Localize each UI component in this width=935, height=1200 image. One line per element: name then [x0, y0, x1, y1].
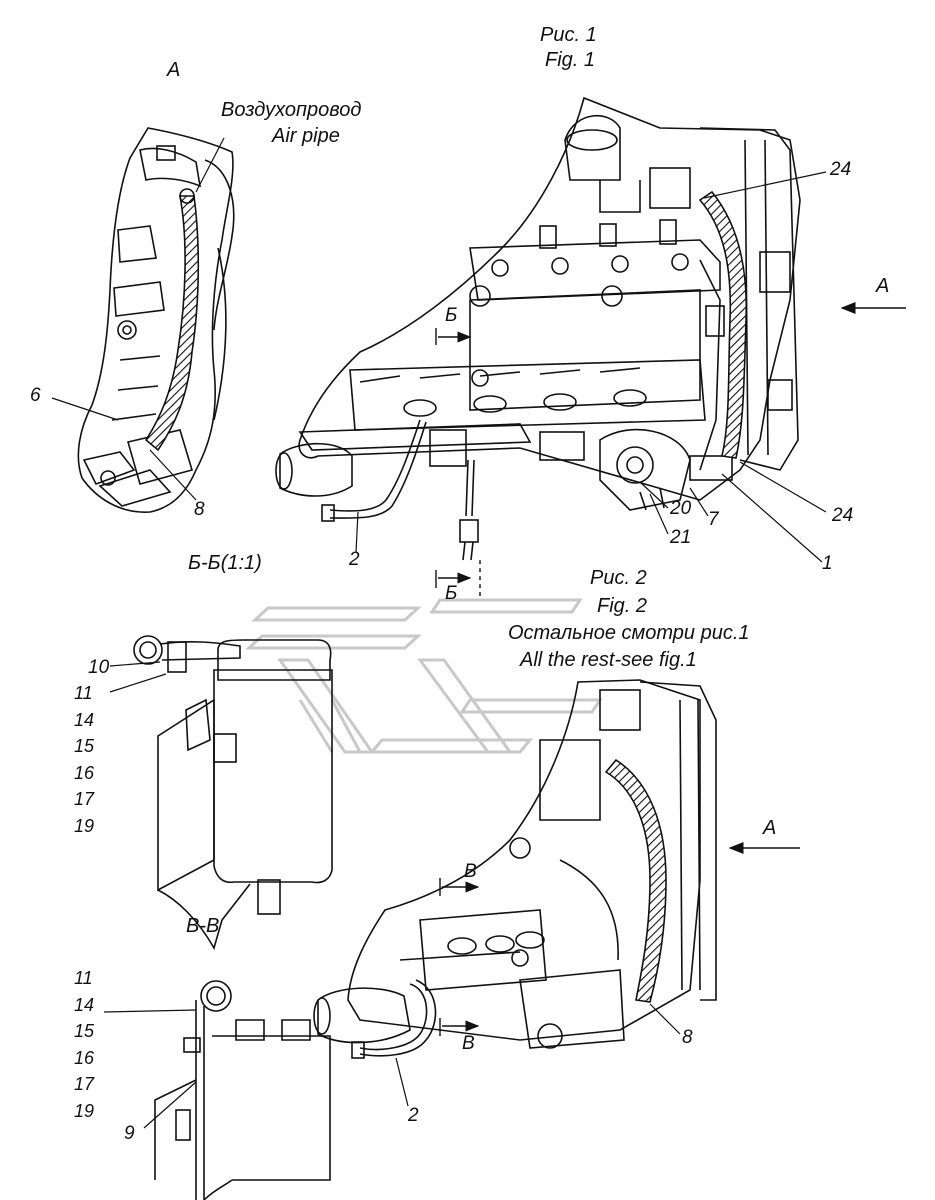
callout-7: 7 [708, 509, 719, 530]
section-v-mark-bottom: B [462, 1033, 475, 1054]
air-pipe-label-en: Air pipe [272, 125, 340, 147]
callout-21: 21 [670, 527, 692, 548]
callout-14-vv: 14 [74, 994, 95, 1015]
fig2-arrow-a-label: A [763, 817, 777, 839]
section-bb-leader-lines [109, 661, 167, 693]
callout-11-bb: 11 [74, 683, 93, 703]
section-b-markers [435, 328, 481, 598]
callout-9: 9 [124, 1123, 135, 1144]
callout-8-fig2: 8 [682, 1027, 693, 1048]
callout-8-view-a: 8 [194, 499, 205, 520]
section-b-mark-top: Б [445, 305, 458, 326]
section-v-markers [439, 878, 480, 1036]
callout-20: 20 [670, 498, 692, 519]
section-vv-title: B-B [186, 915, 220, 937]
callout-24-top: 24 [830, 159, 852, 180]
section-bb-drawing [133, 635, 333, 951]
fig1-arrow-a-label: A [876, 275, 890, 297]
section-bb-callout-stack: 11 14 15 16 17 19 [74, 680, 94, 839]
air-pipe-hose-fig-2 [604, 758, 667, 1003]
callout-6: 6 [30, 385, 41, 406]
fig2-caption-en: Fig. 2 [597, 595, 648, 617]
fig1-caption-en: Fig. 1 [545, 49, 596, 71]
callout-19-vv: 19 [74, 1100, 95, 1121]
section-b-mark-bottom: Б [445, 583, 458, 604]
section-vv-drawing [154, 980, 331, 1200]
callout-2-fig1: 2 [349, 549, 360, 570]
callout-24-bottom: 24 [832, 505, 854, 526]
callout-17-bb: 17 [74, 789, 95, 809]
air-pipe-hose-view-a [144, 195, 200, 452]
section-bb-title: Б-Б(1:1) [188, 552, 262, 574]
fig2-note-en: All the rest-see fig.1 [520, 649, 697, 671]
fig2-note-ru: Остальное смотри рис.1 [508, 622, 750, 644]
callout-14-bb: 14 [74, 709, 95, 730]
view-a-engine-detail [77, 127, 235, 513]
fig1-caption-ru: Рис. 1 [540, 24, 597, 46]
view-a-title: A [167, 59, 181, 81]
callout-11-vv: 11 [74, 968, 93, 988]
callout-2-fig2: 2 [408, 1105, 419, 1126]
hose-clamp-icon [179, 188, 195, 204]
callout-16-bb: 16 [74, 762, 95, 783]
figure-1-engine [275, 96, 801, 561]
section-vv-callout-stack: 11 14 15 16 17 19 [74, 965, 94, 1124]
callout-10: 10 [88, 657, 110, 678]
figure-2-engine [313, 679, 717, 1059]
callout-15-bb: 15 [74, 736, 95, 756]
callout-19-bb: 19 [74, 815, 95, 836]
callout-17-vv: 17 [74, 1074, 95, 1094]
section-vv-leader-lines [103, 1009, 197, 1129]
section-v-mark-top: B [464, 861, 477, 882]
callout-15-vv: 15 [74, 1021, 95, 1041]
fig2-caption-ru: Рис. 2 [590, 567, 647, 589]
figure-2-leader-lines [395, 1003, 681, 1107]
callout-16-vv: 16 [74, 1047, 95, 1068]
figure-1-leader-lines [355, 171, 827, 563]
callout-1: 1 [822, 553, 833, 574]
air-pipe-label-ru: Воздухопровод [221, 99, 362, 121]
watermark-logo [245, 598, 603, 754]
view-a-leader-lines [51, 137, 225, 501]
air-pipe-hose-fig-1 [698, 190, 748, 459]
